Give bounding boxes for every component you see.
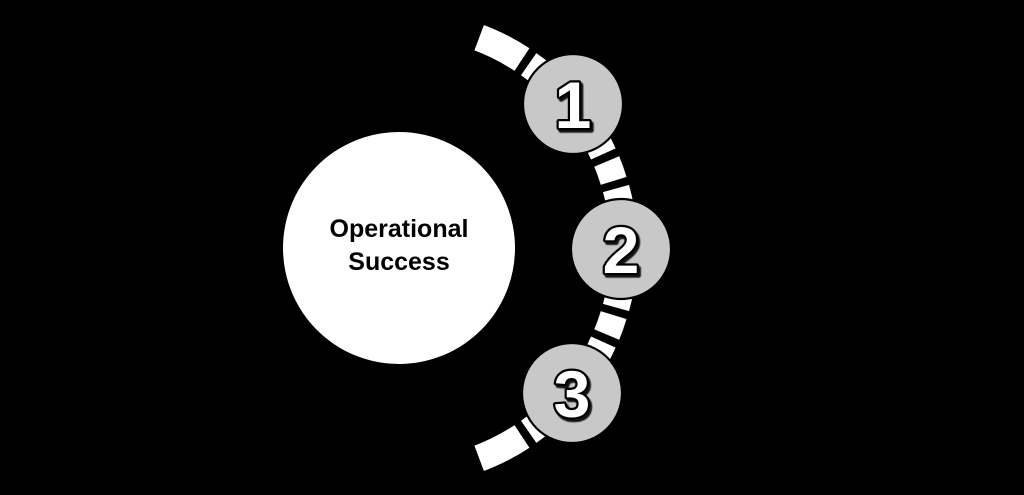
center-label-line1: Operational [330,215,469,243]
center-label-line2: Success [348,248,449,276]
arc-band-segment [470,21,534,75]
arc-band-segment [470,421,534,475]
step-2: 2 [569,197,673,301]
step-number-1: 1 [555,68,592,142]
center-node: Operational Success [283,132,515,364]
center-circle [283,132,515,364]
step-1: 1 [521,52,625,156]
step-number-3: 3 [554,357,591,431]
step-circle-1 [521,52,625,156]
arc-band-segment [590,152,631,189]
step-3: 3 [520,341,624,445]
step-circle-2 [569,197,673,301]
step-number-2: 2 [603,213,640,287]
arc-band-segment [590,307,631,344]
step-circle-3 [520,341,624,445]
